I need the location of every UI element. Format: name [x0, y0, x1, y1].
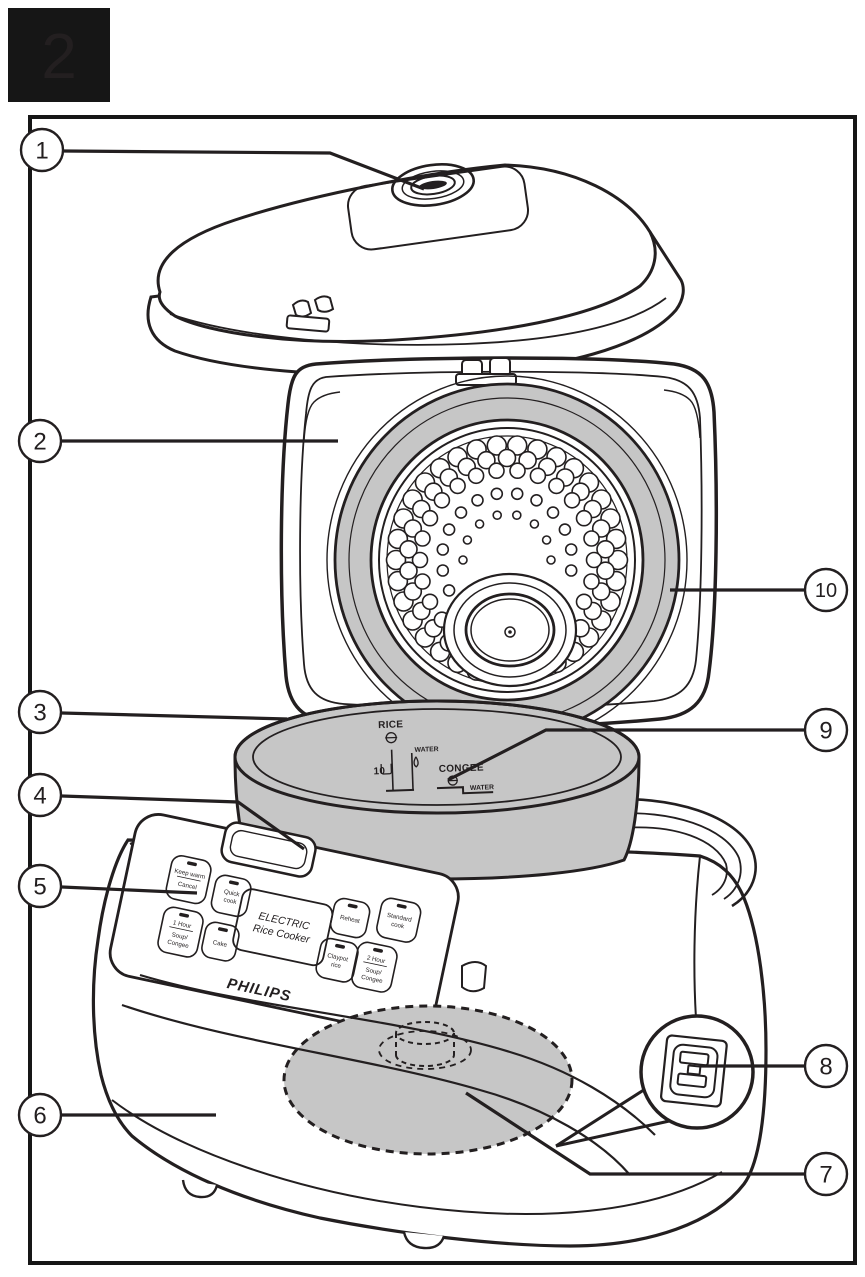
- callout-5: 5: [17, 863, 63, 909]
- droplet-icon: [413, 756, 419, 768]
- indicator-light: [228, 880, 239, 886]
- indicator-light: [347, 903, 358, 909]
- base-rim-line: [111, 1099, 723, 1215]
- leader-7: [465, 1091, 804, 1176]
- svg-text:Soup/: Soup/: [171, 931, 189, 941]
- indicator-light: [335, 943, 345, 949]
- leader-1: [63, 149, 425, 191]
- inner-lid: [279, 356, 719, 745]
- leader-4: [61, 794, 305, 851]
- power-socket-callout: [555, 1014, 755, 1148]
- callout-2: 2: [17, 418, 63, 464]
- svg-text:4: 4: [33, 783, 46, 810]
- button-quick-cook: Quick cook: [210, 874, 252, 918]
- svg-text:Quick: Quick: [223, 888, 241, 898]
- inner-lid-corner-notch-right: [663, 389, 701, 439]
- steam-vent: [391, 163, 475, 207]
- body-rim-arc: [597, 797, 757, 908]
- svg-text:Reheat: Reheat: [339, 914, 360, 925]
- svg-text:Congee: Congee: [361, 974, 384, 985]
- svg-text:6: 6: [33, 1103, 46, 1130]
- leader-5: [61, 885, 198, 895]
- button-cake: Cake: [201, 921, 240, 962]
- foot-left: [181, 1179, 219, 1199]
- indicator-light: [218, 927, 228, 933]
- foot-right: [402, 1231, 446, 1250]
- indicator-light: [396, 903, 407, 909]
- svg-text:8: 8: [819, 1054, 832, 1081]
- body-rim-arc: [621, 826, 728, 896]
- indicator-light: [373, 947, 383, 953]
- button-reheat: Reheat: [329, 897, 371, 939]
- svg-text:cook: cook: [223, 896, 238, 906]
- svg-text:rice: rice: [330, 961, 342, 970]
- svg-text:9: 9: [819, 718, 832, 745]
- inner-lid-valve: [442, 572, 578, 688]
- button-standard-cook: Standard cook: [376, 897, 422, 943]
- lid-latch: [285, 295, 335, 333]
- body-contour-line: [139, 973, 656, 1136]
- indicator-light: [187, 861, 197, 867]
- svg-text:Claypot: Claypot: [327, 952, 349, 963]
- leader-9: [447, 728, 804, 782]
- lid-release-button: [220, 821, 317, 878]
- svg-text:7: 7: [819, 1162, 832, 1189]
- callout-1: 1: [19, 127, 65, 173]
- body-contour-line: [121, 1003, 631, 1176]
- svg-text:1: 1: [35, 138, 48, 165]
- control-panel: ELECTRIC Rice Cooker Keep warm Cancel Qu…: [108, 813, 460, 1037]
- marking-level: 10: [373, 766, 385, 777]
- inner-lid-corner-notch-left: [303, 391, 341, 441]
- body-rim-arc: [609, 812, 742, 900]
- marking-rice: RICE: [378, 719, 403, 731]
- leader-3: [61, 711, 288, 721]
- callout-7: 7: [803, 1151, 849, 1197]
- callout-6: 6: [17, 1092, 63, 1138]
- section-tab: [8, 8, 110, 102]
- callout-10: 10: [803, 567, 849, 613]
- svg-text:cook: cook: [390, 921, 405, 931]
- svg-text:Cancel: Cancel: [177, 881, 197, 892]
- callout-4: 4: [17, 772, 63, 818]
- section-tab-number: 2: [41, 20, 77, 92]
- figure-frame: [28, 115, 857, 1265]
- button-1-hour-soup-congee: 1 Hour Soup/ Congee: [157, 906, 204, 958]
- svg-text:Soup/: Soup/: [365, 966, 383, 976]
- svg-text:Congee: Congee: [167, 939, 190, 950]
- power-socket: [660, 1034, 728, 1108]
- cup-icon: [380, 763, 393, 775]
- svg-text:Cake: Cake: [212, 939, 228, 949]
- svg-text:2: 2: [33, 429, 46, 456]
- svg-text:2 Hour: 2 Hour: [366, 954, 386, 965]
- cord-hook: [461, 961, 488, 993]
- outer-lid: [146, 163, 685, 377]
- svg-text:5: 5: [33, 874, 46, 901]
- callouts: 1 2 3 4 5 6 7 8: [17, 127, 849, 1197]
- svg-text:10: 10: [815, 580, 837, 602]
- lid-front-seam: [169, 297, 667, 346]
- callout-3: 3: [17, 689, 63, 735]
- leader-lines: [61, 149, 804, 1176]
- marking-water-upper: WATER: [415, 746, 439, 754]
- indicator-light: [179, 912, 190, 918]
- congee-level-line: [436, 786, 494, 795]
- button-claypot-rice: Claypot rice: [315, 937, 359, 983]
- callout-8: 8: [803, 1043, 849, 1089]
- button-2-hour-soup-congee: 2 Hour Soup/ Congee: [351, 941, 398, 993]
- svg-text:3: 3: [33, 700, 46, 727]
- callout-9: 9: [803, 707, 849, 753]
- marking-water-lower: WATER: [470, 784, 494, 792]
- heating-plate: [282, 1004, 574, 1156]
- svg-text:1 Hour: 1 Hour: [172, 919, 192, 930]
